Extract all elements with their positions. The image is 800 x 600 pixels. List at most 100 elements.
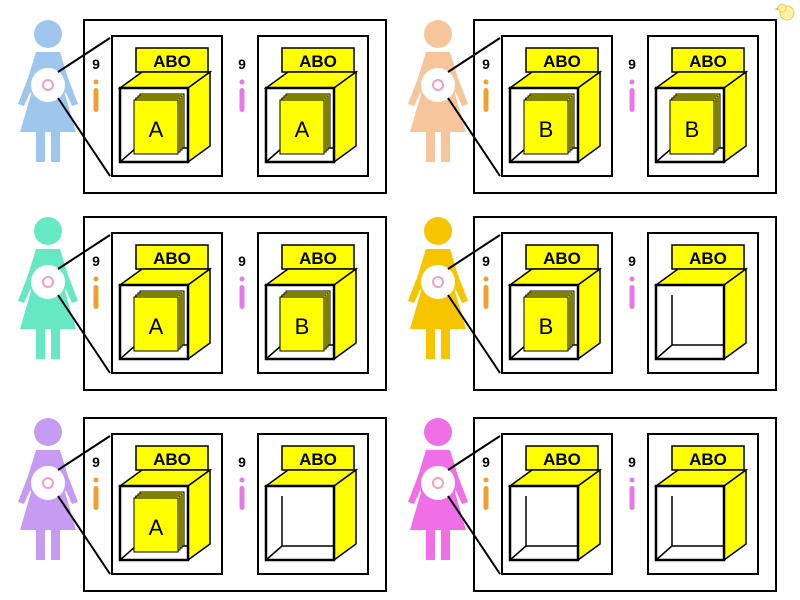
chromosome-number: 9	[92, 56, 100, 72]
chromosome-number: 9	[92, 454, 100, 470]
chromosome-icon	[239, 276, 245, 309]
nucleus-icon	[42, 276, 54, 288]
abo-label: ABO	[153, 52, 191, 71]
gene-card-layer	[279, 296, 325, 352]
locus-maternal: 9 ABO A	[92, 433, 223, 575]
chromosome-centromere	[629, 79, 635, 85]
chromosome-icon	[93, 79, 99, 112]
chromosome-number: 9	[238, 253, 246, 269]
abo-label: ABO	[543, 52, 581, 71]
nucleus-icon	[42, 79, 54, 91]
callout-lines	[447, 37, 501, 177]
abo-label: ABO	[299, 249, 337, 268]
nucleus-icon	[432, 276, 444, 288]
cell-icon	[29, 66, 67, 104]
locus-frame	[257, 35, 369, 177]
woman-figure-icon	[18, 418, 78, 560]
chick-icon	[774, 3, 795, 21]
chromosome-icon	[239, 477, 245, 510]
abo-label-box	[281, 244, 355, 270]
allele-label: B	[685, 117, 700, 142]
figure-leg-left	[36, 530, 45, 560]
chromosome-centromere	[483, 79, 489, 85]
figure-head	[34, 20, 62, 48]
box-front-face	[264, 484, 336, 562]
callout-lines	[57, 435, 111, 575]
figure-leg-left	[426, 530, 435, 560]
nucleus-icon	[42, 477, 54, 489]
figure-leg-left	[36, 132, 45, 162]
cell-icon	[29, 263, 67, 301]
box-right-face	[577, 468, 601, 562]
chromosome-icon	[629, 477, 635, 510]
chromosome-arm	[483, 486, 489, 510]
locus-frame	[501, 35, 613, 177]
box-right-face	[577, 70, 601, 164]
figure-leg-right	[51, 132, 60, 162]
abo-label: ABO	[153, 450, 191, 469]
allele-label: A	[149, 515, 164, 540]
chromosome-arm	[629, 285, 635, 309]
chromosome-number: 9	[482, 454, 490, 470]
box-front-face	[654, 283, 726, 361]
abo-label: ABO	[299, 450, 337, 469]
abo-label: ABO	[689, 249, 727, 268]
woman-figure-icon	[408, 217, 468, 359]
box-right-face	[187, 70, 211, 164]
chromosome-number: 9	[92, 253, 100, 269]
callout-lines	[57, 234, 111, 374]
gene-card-layer	[523, 99, 569, 155]
chromosome-centromere	[93, 79, 99, 85]
chromosome-arm	[629, 88, 635, 112]
locus-maternal: 9 ABO	[482, 433, 613, 575]
box-right-face	[723, 70, 747, 164]
woman-figure-icon	[408, 418, 468, 560]
box-interior-lines	[509, 496, 578, 561]
chromosome-arm	[93, 88, 99, 112]
chromosome-number: 9	[628, 56, 636, 72]
chromosome-arm	[93, 285, 99, 309]
allele-label: A	[149, 314, 164, 339]
allele-label: B	[295, 314, 310, 339]
locus-frame	[257, 433, 369, 575]
gene-card-layer	[133, 497, 179, 553]
figure-head	[424, 217, 452, 245]
box-front-face	[508, 484, 580, 562]
figure-head	[34, 217, 62, 245]
chromosome-icon	[483, 276, 489, 309]
gene-card-layer	[133, 99, 179, 155]
box-right-face	[577, 267, 601, 361]
locus-frame	[111, 433, 223, 575]
allele-label: A	[295, 117, 310, 142]
abo-label: ABO	[689, 450, 727, 469]
chromosome-icon	[93, 477, 99, 510]
abo-label: ABO	[543, 450, 581, 469]
figure-head	[424, 418, 452, 446]
abo-label: ABO	[689, 52, 727, 71]
figure-leg-right	[441, 132, 450, 162]
woman-figure-icon	[18, 217, 78, 359]
abo-label: ABO	[543, 249, 581, 268]
locus-frame	[501, 433, 613, 575]
abo-label-box	[525, 244, 599, 270]
box-interior-lines	[265, 496, 334, 561]
box-right-face	[723, 468, 747, 562]
figure-leg-left	[36, 329, 45, 359]
chromosome-icon	[239, 79, 245, 112]
box-right-face	[333, 267, 357, 361]
abo-label: ABO	[153, 249, 191, 268]
figure-leg-left	[426, 329, 435, 359]
cell-icon	[419, 464, 457, 502]
figure-leg-left	[426, 132, 435, 162]
box-interior-lines	[655, 295, 724, 360]
abo-label-box	[135, 47, 209, 73]
